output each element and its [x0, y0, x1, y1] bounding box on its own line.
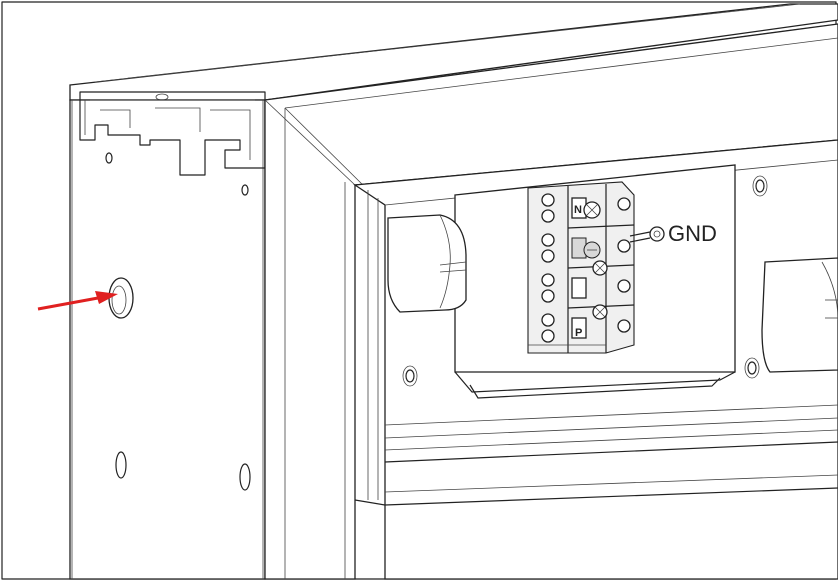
pointer-arrow [37, 291, 118, 311]
terminal-label-p: P [575, 327, 582, 339]
right-plug-connector [761, 257, 838, 373]
left-plug-connector [387, 214, 467, 313]
hole-lower-1 [115, 451, 127, 479]
plate-hole-right-bottom [747, 361, 757, 375]
hole-small-1 [105, 152, 113, 164]
plate-hole-right-top [755, 179, 765, 193]
ground-screw [629, 226, 665, 243]
hole-small-2 [241, 184, 249, 196]
left-side-panel [69, 99, 266, 580]
lower-rail [354, 371, 838, 506]
plate-hole-left [405, 369, 415, 383]
gnd-label: GND [668, 221, 717, 246]
terminal-label-n: N [574, 204, 582, 216]
hole-lower-2 [239, 463, 251, 491]
cable-entry-hole [108, 277, 134, 319]
profile-cross-section [79, 91, 266, 176]
terminal-block [527, 181, 635, 354]
